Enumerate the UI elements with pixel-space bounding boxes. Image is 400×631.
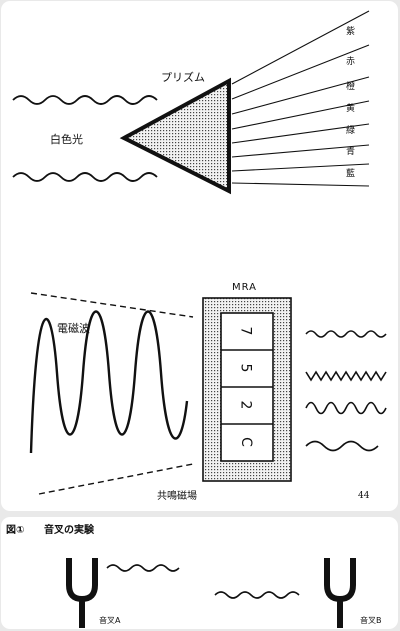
resonance-field-label: 共鳴磁場: [157, 491, 197, 502]
figure-label: 図①: [6, 525, 25, 536]
tuning-fork-a-label: 音叉A: [99, 616, 121, 625]
tuning-fork-a-icon: [66, 558, 98, 628]
page-number: 44: [358, 491, 370, 501]
mra-title: MRA: [232, 282, 258, 293]
figure-title: 音叉の実験: [44, 525, 94, 536]
diagram-panel: プリズム 白色光 紫 赤 橙 黄 緑 青 藍 MRA 電磁波 共鳴磁場 44 7…: [1, 1, 398, 511]
mra-cell-2: 5: [237, 363, 254, 373]
beam-line-upper: [30, 292, 194, 318]
white-light-wave-upper: [12, 95, 158, 105]
white-light-label: 白色光: [50, 133, 83, 146]
output-wave-1: [305, 330, 387, 338]
output-wave-2: [305, 370, 387, 382]
electromagnetic-wave-label: 電磁波: [57, 322, 90, 335]
color-label-red: 赤: [346, 57, 356, 67]
spectrum-rays: [231, 10, 370, 187]
mra-cell-3: 2: [237, 400, 254, 410]
prism-title: プリズム: [161, 71, 205, 84]
sound-wave-b: [214, 591, 300, 599]
sound-wave-a: [106, 564, 180, 572]
tuning-fork-b-icon: [324, 558, 356, 628]
diagram-canvas: [12, 10, 387, 495]
tuning-fork-b-label: 音叉B: [360, 616, 382, 625]
output-wave-3: [305, 401, 387, 415]
color-label-green: 緑: [346, 126, 356, 136]
tuning-fork-figure-panel: 図① 音叉の実験 音叉A 音叉B: [1, 517, 398, 629]
tuning-fork-canvas: [66, 558, 356, 628]
output-wave-4: [305, 440, 379, 452]
prism-triangle: [119, 77, 231, 195]
electromagnetic-wave: [29, 310, 189, 454]
color-label-orange: 橙: [346, 82, 356, 92]
mra-cell-1: 7: [237, 326, 254, 336]
color-label-blue: 青: [346, 147, 356, 157]
color-label-yellow: 黄: [346, 104, 356, 114]
color-label-indigo: 藍: [346, 169, 356, 179]
mra-cell-4: C: [237, 437, 254, 447]
white-light-wave-lower: [12, 172, 158, 182]
color-label-violet: 紫: [346, 27, 356, 37]
beam-line-lower: [38, 463, 194, 495]
